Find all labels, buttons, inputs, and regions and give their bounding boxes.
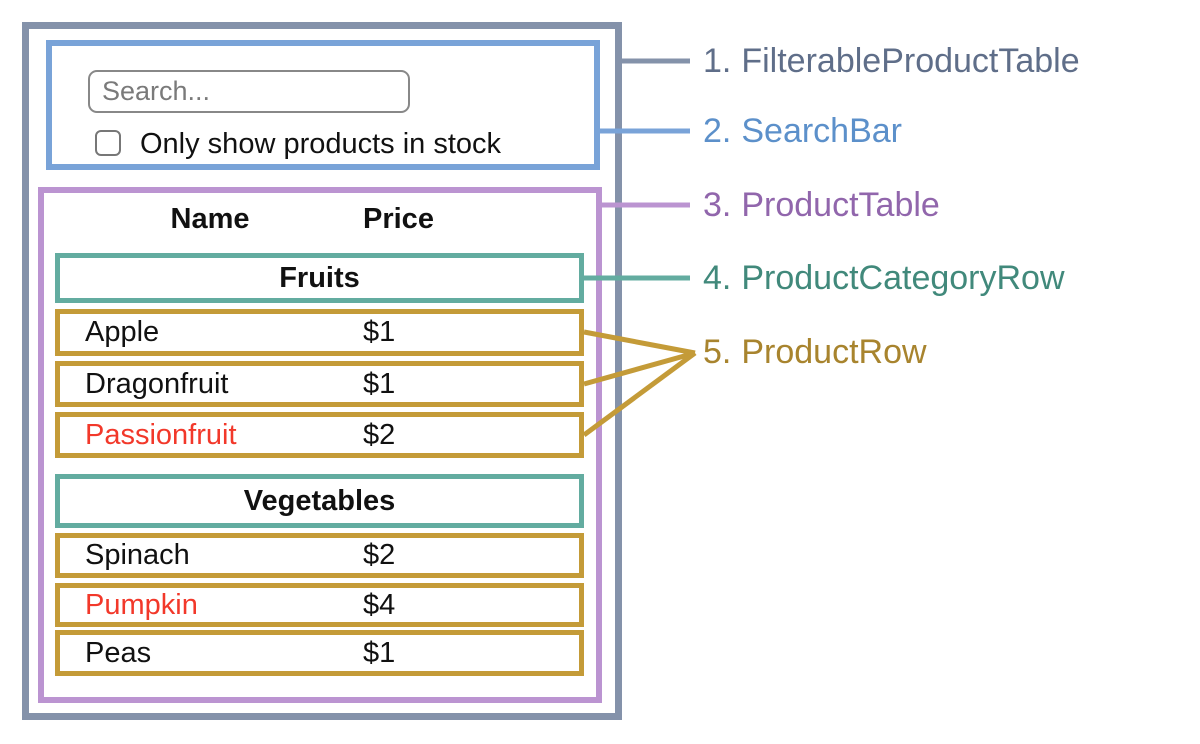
product-name-out-of-stock: Passionfruit	[85, 418, 237, 451]
product-price: $4	[363, 588, 396, 621]
legend-number: 3.	[703, 186, 732, 224]
product-row-pumpkin: Pumpkin $4	[55, 583, 584, 627]
legend-item-product-table: 3.ProductTable	[703, 185, 940, 225]
search-bar-box	[46, 40, 600, 170]
category-label: Fruits	[279, 261, 360, 294]
legend-number: 4.	[703, 259, 732, 297]
category-label: Vegetables	[243, 484, 396, 517]
search-input[interactable]	[88, 70, 410, 113]
legend-number: 1.	[703, 42, 732, 80]
legend-item-product-row: 5.ProductRow	[703, 332, 927, 372]
product-price: $1	[363, 636, 396, 669]
legend-number: 5.	[703, 333, 732, 371]
product-price: $1	[363, 367, 396, 400]
product-name: Spinach	[85, 539, 190, 571]
column-header-price: Price	[363, 203, 434, 235]
product-name: Peas	[85, 636, 152, 669]
product-price: $1	[363, 316, 396, 348]
product-row-peas: Peas $1	[55, 630, 584, 676]
legend-item-product-category-row: 4.ProductCategoryRow	[703, 258, 1065, 298]
category-row-fruits: Fruits	[55, 253, 584, 303]
product-name-out-of-stock: Pumpkin	[85, 588, 198, 621]
product-row-apple: Apple $1	[55, 309, 584, 356]
product-name: Apple	[85, 316, 160, 348]
category-row-vegetables: Vegetables	[55, 474, 584, 528]
product-row-passionfruit: Passionfruit $2	[55, 412, 584, 458]
legend-item-filterable-product-table: 1.FilterableProductTable	[703, 41, 1080, 81]
in-stock-checkbox[interactable]	[95, 130, 121, 156]
legend-label: ProductRow	[741, 333, 927, 371]
legend-item-search-bar: 2.SearchBar	[703, 111, 902, 151]
column-header-name: Name	[170, 203, 250, 235]
product-name: Dragonfruit	[85, 367, 229, 400]
legend-label: ProductTable	[741, 186, 940, 224]
product-table-box	[38, 187, 602, 703]
product-row-spinach: Spinach $2	[55, 533, 584, 578]
product-price: $2	[363, 418, 396, 451]
legend-number: 2.	[703, 112, 732, 150]
product-price: $2	[363, 539, 396, 571]
legend-label: ProductCategoryRow	[741, 259, 1065, 297]
legend-label: SearchBar	[741, 112, 902, 150]
in-stock-checkbox-label: Only show products in stock	[140, 128, 502, 160]
legend-label: FilterableProductTable	[741, 42, 1080, 80]
product-row-dragonfruit: Dragonfruit $1	[55, 361, 584, 407]
